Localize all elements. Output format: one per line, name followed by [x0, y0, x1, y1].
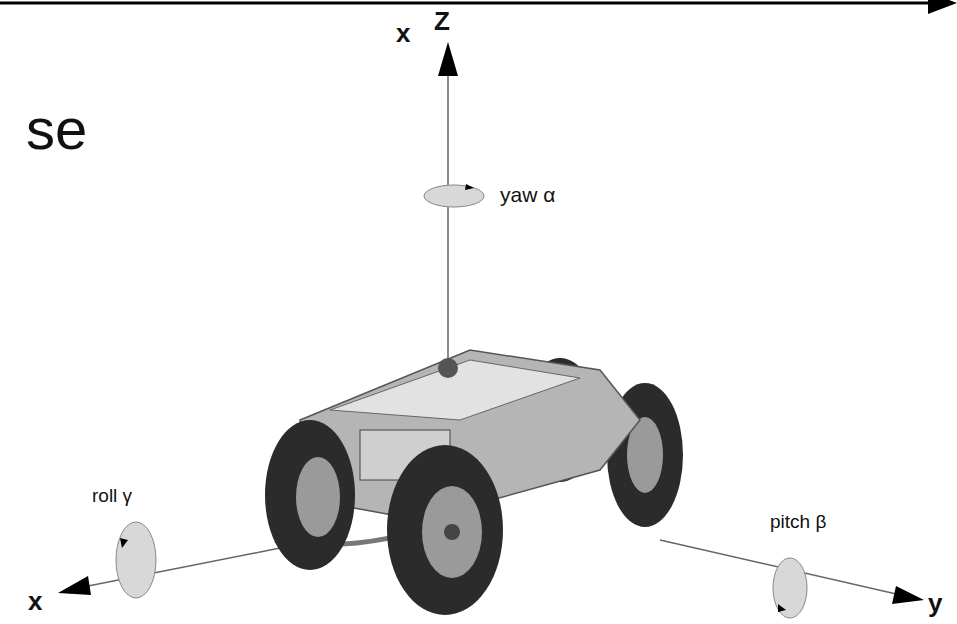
rotation-label: yaw α: [500, 184, 555, 205]
axis-label: x: [396, 20, 410, 46]
hub: [444, 524, 460, 540]
rotation-label: pitch β: [770, 512, 826, 531]
top-arrow-line: [0, 2, 935, 5]
yaw-ellipse: [424, 185, 484, 207]
axis-label: x: [28, 588, 42, 614]
axis-label: Z: [434, 8, 450, 34]
x-arrowhead: [58, 576, 91, 595]
y-arrowhead: [892, 586, 924, 604]
slide-text-fragment: se: [26, 100, 87, 158]
robot-vehicle: [265, 350, 683, 615]
sensor-dome: [438, 358, 458, 378]
front-left-wheel: [265, 420, 355, 570]
pitch-arrow: [778, 604, 786, 612]
rim: [422, 486, 482, 578]
top-arrowhead: [928, 0, 957, 14]
x-axis: [78, 548, 280, 588]
z-arrowhead: [438, 42, 458, 76]
roll-ellipse: [116, 522, 156, 598]
front-right-wheel: [387, 445, 503, 615]
pitch-ellipse: [773, 558, 807, 618]
axis-label: y: [928, 590, 942, 616]
z-axis: [447, 70, 449, 370]
rim: [296, 457, 340, 537]
roll-arrow: [120, 538, 128, 548]
yaw-arrow: [465, 184, 474, 190]
rotation-label: roll γ: [92, 486, 132, 505]
